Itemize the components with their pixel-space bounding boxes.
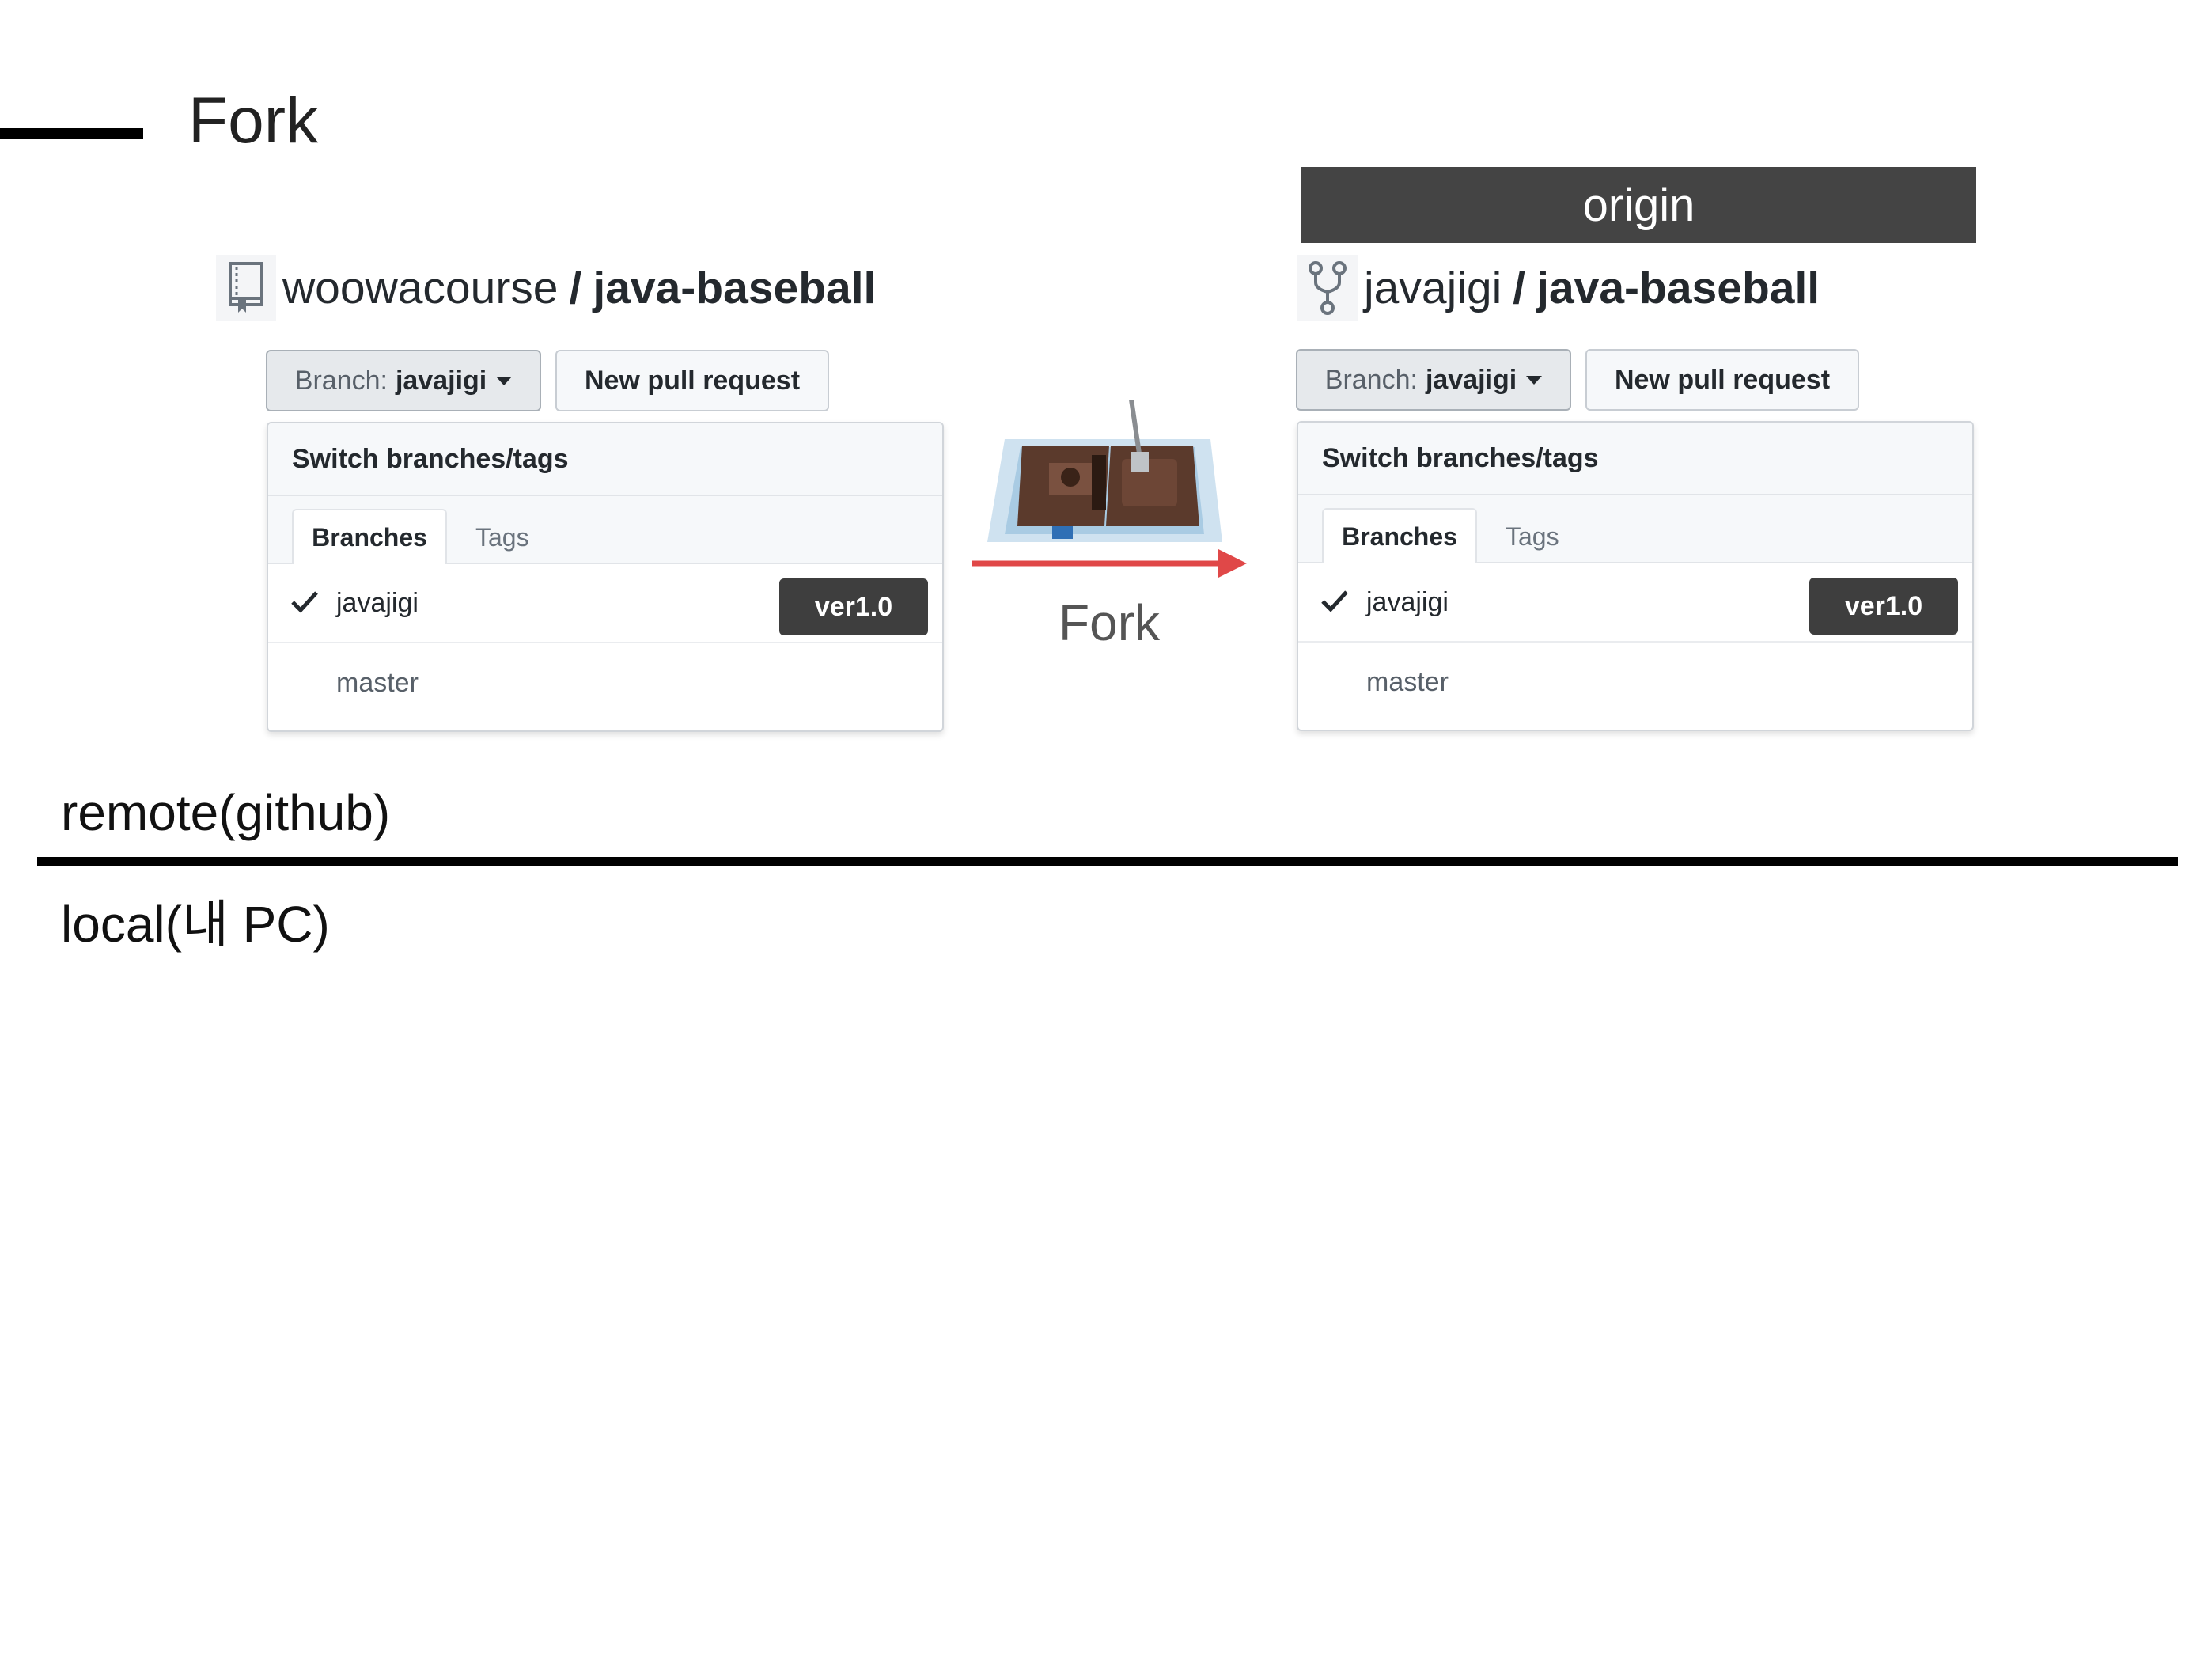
remote-local-divider bbox=[37, 857, 2178, 866]
right-branch-menu: Switch branches/tags Branches Tags javaj… bbox=[1297, 421, 1974, 731]
menu-tabs: Branches Tags bbox=[268, 496, 942, 564]
branch-item-master[interactable]: master bbox=[1298, 643, 1972, 722]
left-new-pull-request-button[interactable]: New pull request bbox=[555, 350, 829, 411]
branch-item-javajigi[interactable]: javajigi ver1.0 bbox=[268, 564, 942, 643]
left-repo-owner-link[interactable]: woowacourse bbox=[282, 263, 559, 313]
version-badge: ver1.0 bbox=[1809, 578, 1958, 635]
branch-label: Branch: bbox=[294, 365, 388, 396]
repo-path-separator: / bbox=[569, 263, 582, 313]
branch-label: Branch: bbox=[1324, 364, 1418, 395]
right-repo-name-link[interactable]: java-baseball bbox=[1536, 263, 1820, 313]
caret-down-icon bbox=[1526, 375, 1543, 385]
fork-arrow-icon bbox=[972, 549, 1247, 578]
branch-item-label: master bbox=[1366, 666, 1449, 697]
right-new-pull-request-button[interactable]: New pull request bbox=[1585, 349, 1859, 411]
right-branch-select-button[interactable]: Branch: javajigi bbox=[1296, 349, 1571, 411]
right-repo-header: javajigi / java-baseball bbox=[1297, 255, 1820, 321]
branch-item-label: javajigi bbox=[1366, 586, 1449, 617]
origin-label: origin bbox=[1582, 179, 1695, 231]
fork-arrow-label: Fork bbox=[1059, 594, 1160, 651]
tab-branches[interactable]: Branches bbox=[1322, 508, 1477, 563]
branch-value: javajigi bbox=[395, 365, 487, 396]
local-label: local(내 PC) bbox=[61, 896, 330, 953]
repo-path-separator: / bbox=[1513, 263, 1526, 313]
branch-item-javajigi[interactable]: javajigi ver1.0 bbox=[1298, 563, 1972, 643]
check-icon bbox=[291, 591, 318, 613]
title-accent-rule bbox=[0, 128, 143, 139]
fork-illustration bbox=[987, 400, 1222, 542]
repo-fork-icon bbox=[1297, 255, 1358, 321]
branch-item-label: master bbox=[336, 667, 419, 698]
left-repo-header: woowacourse / java-baseball bbox=[216, 255, 876, 321]
caret-down-icon bbox=[496, 376, 513, 385]
check-icon bbox=[1321, 590, 1348, 612]
menu-header: Switch branches/tags bbox=[1298, 423, 1972, 495]
tab-tags[interactable]: Tags bbox=[475, 522, 529, 552]
repo-book-icon bbox=[216, 255, 276, 321]
branch-item-label: javajigi bbox=[336, 587, 419, 618]
slide-title: Fork bbox=[188, 85, 318, 157]
tab-branches[interactable]: Branches bbox=[292, 509, 447, 564]
left-repo-name-link[interactable]: java-baseball bbox=[593, 263, 877, 313]
left-branch-menu: Switch branches/tags Branches Tags javaj… bbox=[267, 422, 944, 732]
right-repo-owner-link[interactable]: javajigi bbox=[1364, 263, 1502, 313]
version-badge: ver1.0 bbox=[779, 578, 928, 635]
branch-item-master[interactable]: master bbox=[268, 643, 942, 722]
remote-label: remote(github) bbox=[61, 784, 391, 841]
menu-header: Switch branches/tags bbox=[268, 423, 942, 496]
tab-tags[interactable]: Tags bbox=[1506, 521, 1559, 551]
origin-band: origin bbox=[1301, 167, 1976, 243]
left-branch-select-button[interactable]: Branch: javajigi bbox=[266, 350, 541, 411]
branch-value: javajigi bbox=[1425, 364, 1517, 395]
menu-tabs: Branches Tags bbox=[1298, 495, 1972, 563]
